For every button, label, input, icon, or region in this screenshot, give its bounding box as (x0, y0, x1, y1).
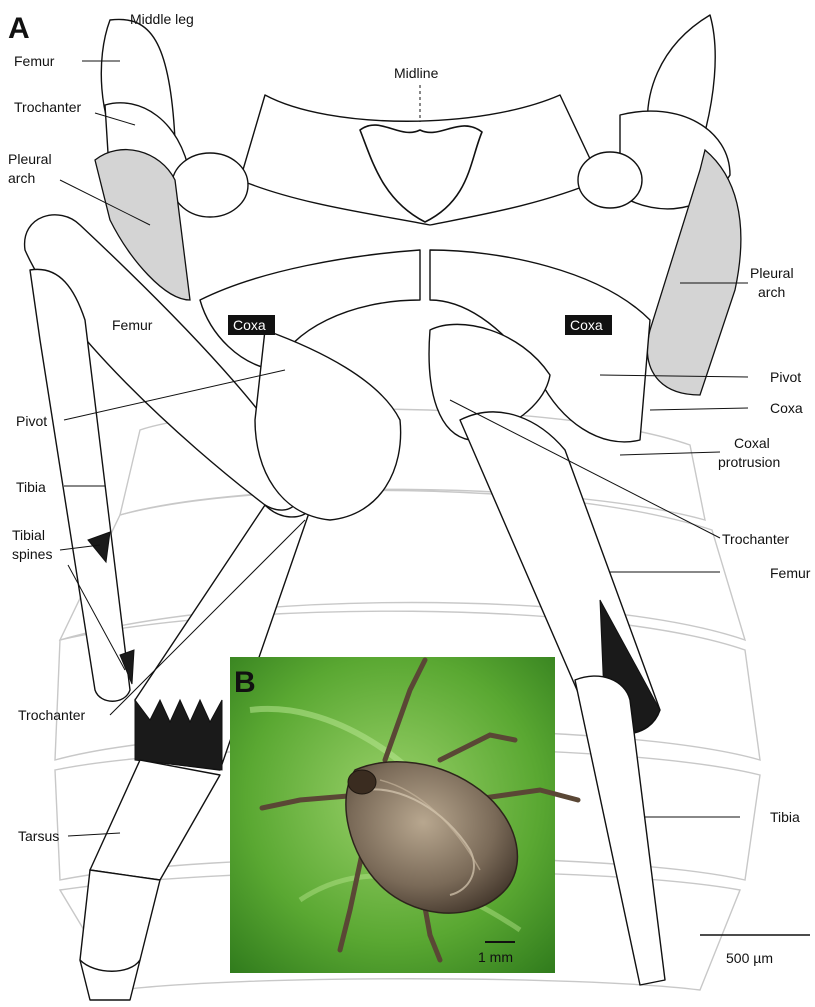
label-femur-top: Femur (14, 53, 55, 69)
label-tibia-right: Tibia (770, 809, 800, 825)
label-coxa-far-right: Coxa (770, 400, 803, 416)
label-tarsus: Tarsus (18, 828, 59, 844)
label-femur-inner: Femur (112, 317, 153, 333)
label-photo-scale: 1 mm (478, 949, 513, 965)
label-trochanter-bottom: Trochanter (18, 707, 86, 723)
thorax-plate (240, 95, 600, 225)
label-pleural-arch-right-2: arch (758, 284, 785, 300)
label-tibia-left: Tibia (16, 479, 46, 495)
label-midline: Midline (394, 65, 439, 81)
label-pleural-arch-left-2: arch (8, 170, 35, 186)
label-femur-right: Femur (770, 565, 811, 581)
label-trochanter-top: Trochanter (14, 99, 82, 115)
label-coxa-right: Coxa (570, 317, 603, 333)
left-trochanter (255, 330, 401, 520)
label-pleural-arch-right-1: Pleural (750, 265, 794, 281)
left-tarsus (90, 760, 220, 880)
label-coxal-protrusion-1: Coxal (734, 435, 770, 451)
label-trochanter-right: Trochanter (722, 531, 790, 547)
panel-letter-a: A (8, 12, 30, 45)
panel-letter-b: B (234, 666, 256, 699)
label-drawing-scale: 500 µm (726, 950, 773, 966)
label-tibial-spines-1: Tibial (12, 527, 45, 543)
label-pivot-left: Pivot (16, 413, 47, 429)
label-pleural-arch-left-1: Pleural (8, 151, 52, 167)
label-coxa-left: Coxa (233, 317, 266, 333)
left-tarsus-distal (80, 870, 160, 983)
label-coxal-protrusion-2: protrusion (718, 454, 780, 470)
label-middle-leg: Middle leg (130, 11, 194, 27)
photo-inset (230, 657, 578, 973)
label-tibial-spines-2: spines (12, 546, 52, 562)
label-pivot-right: Pivot (770, 369, 801, 385)
